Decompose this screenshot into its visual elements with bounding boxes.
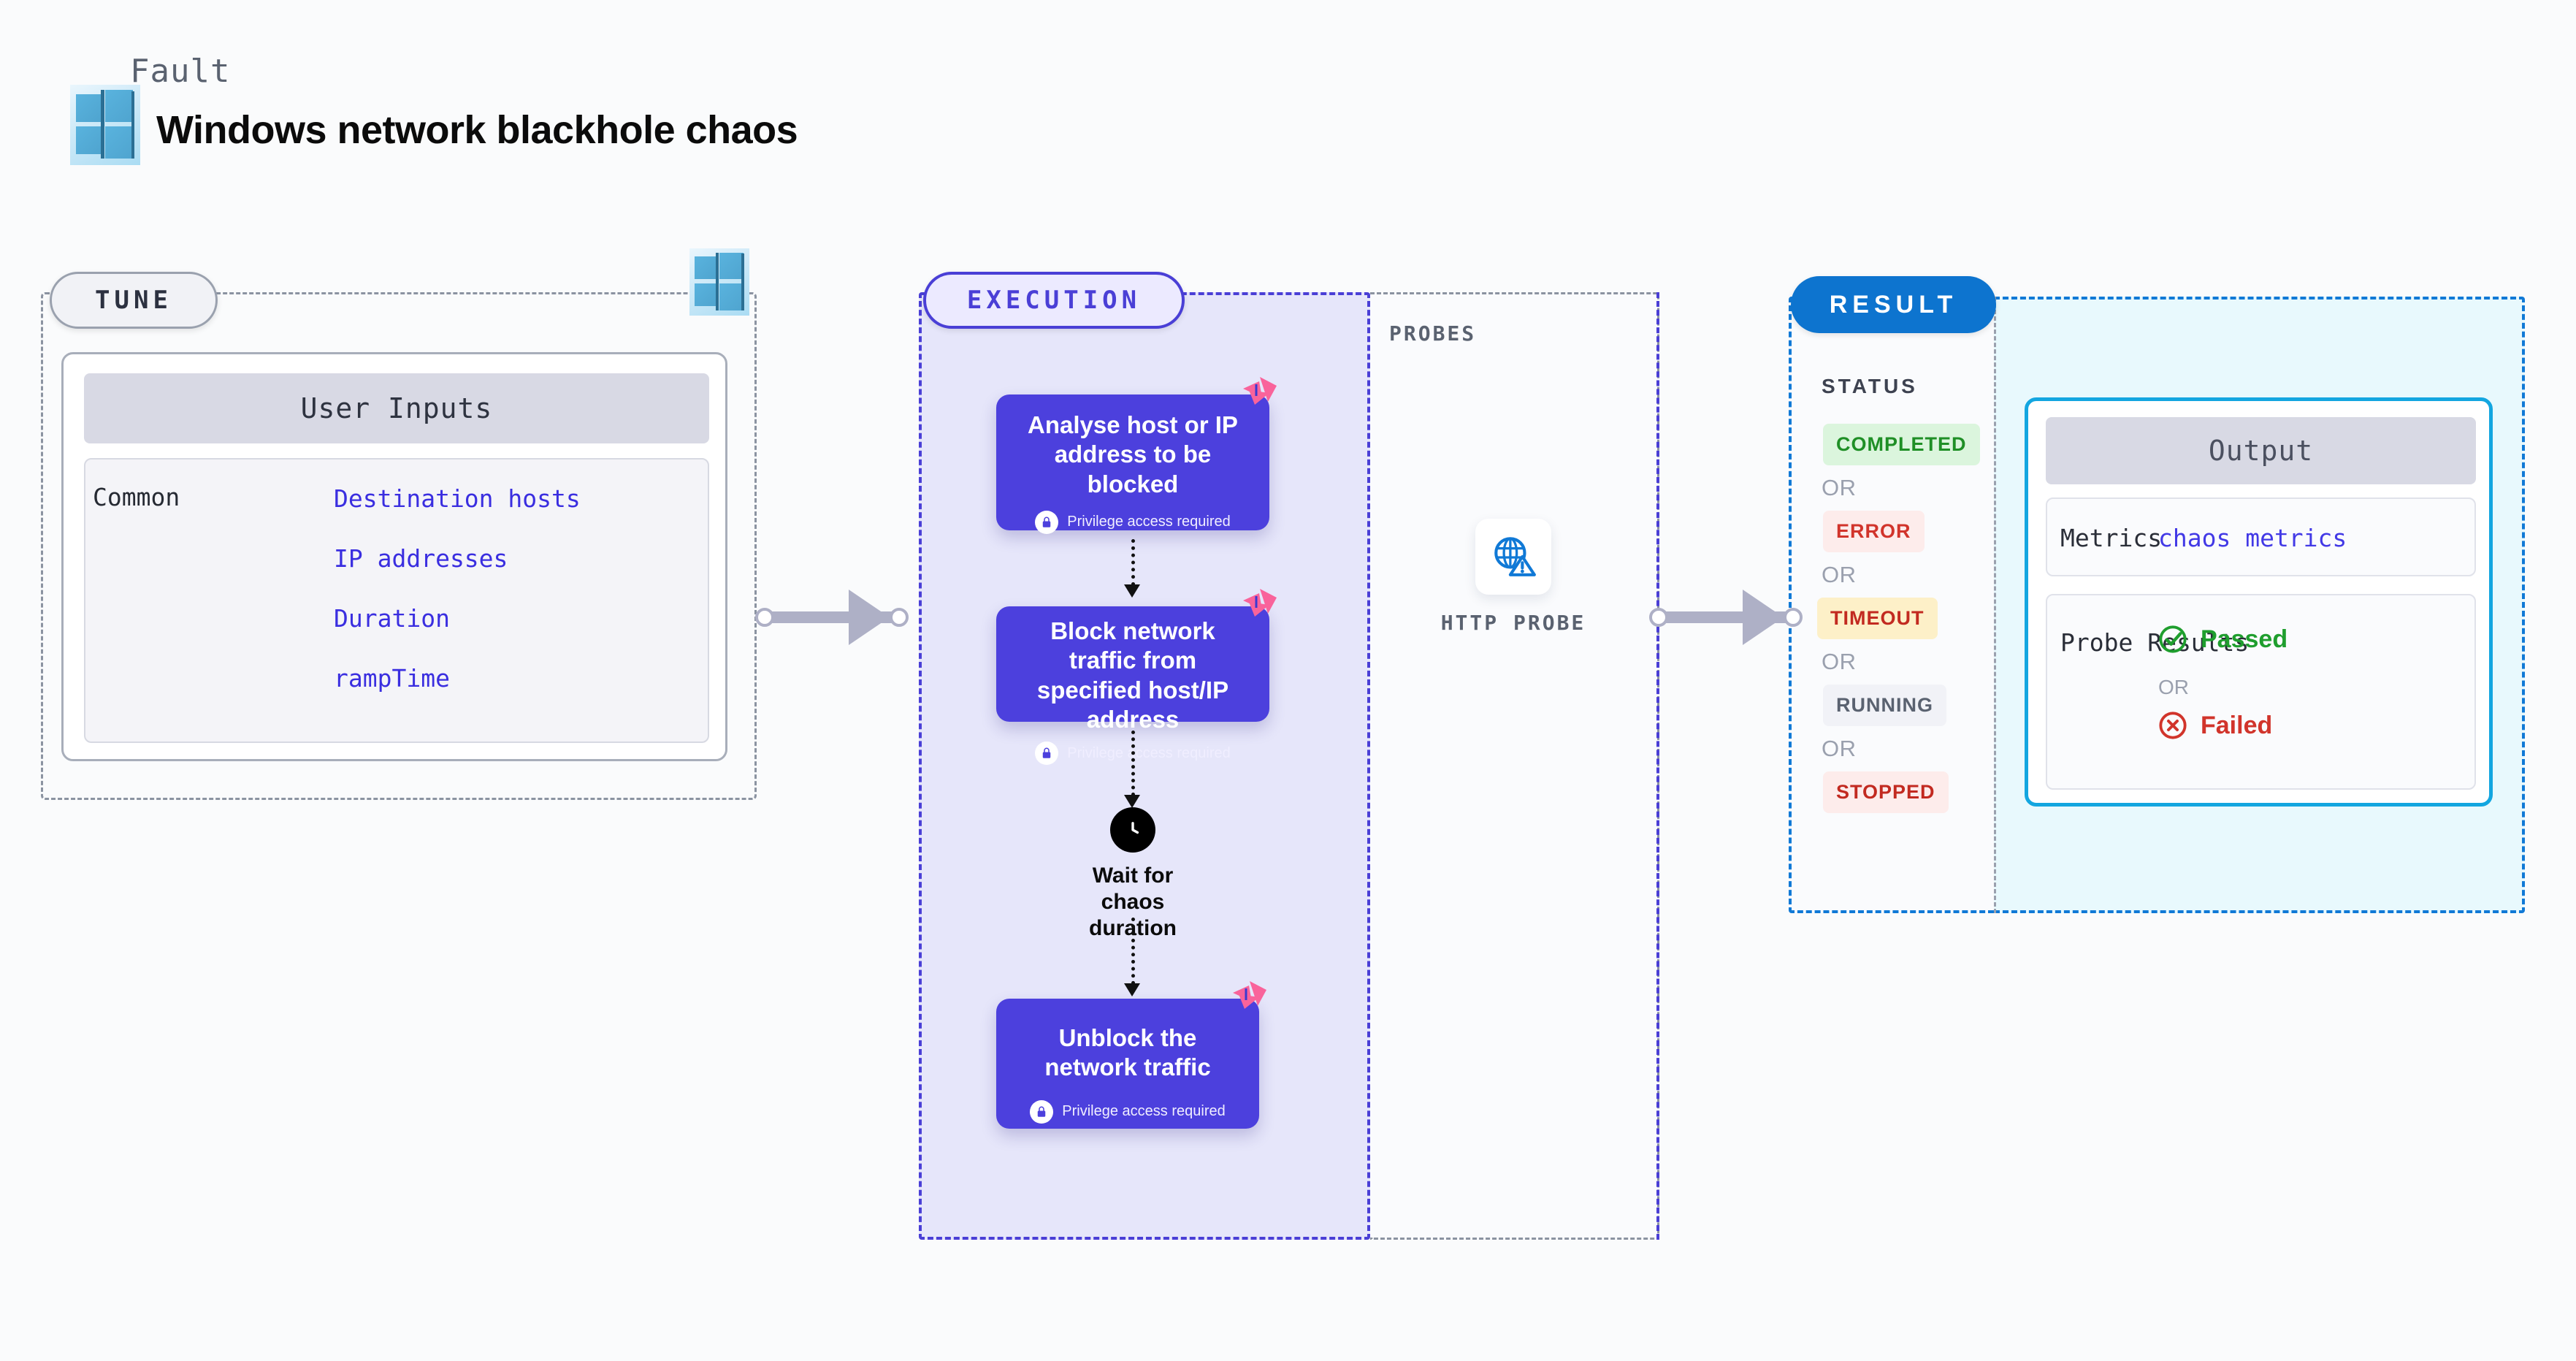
x-circle-icon (2159, 712, 2187, 739)
diagram-header: Fault Windows network blackhole chaos (70, 53, 1093, 184)
execution-step-privilege-label: Privilege access required (1067, 744, 1231, 761)
execution-step-title: Analyse host or IP address to be blocked (1028, 411, 1238, 497)
connector-tune-to-execution (755, 577, 923, 657)
user-inputs-card: User Inputs Destination hosts IP address… (61, 352, 727, 761)
probes-section (1370, 292, 1659, 1240)
execution-step[interactable]: Block network traffic from specified hos… (996, 589, 1277, 765)
windows-logo-icon (70, 85, 140, 165)
output-metrics-value[interactable]: chaos metrics (2158, 524, 2347, 552)
tune-parameter: IP addresses (334, 544, 508, 573)
lock-icon (1035, 510, 1059, 534)
execution-section-right-edge (1656, 292, 1659, 1240)
status-column-label: STATUS (1822, 375, 1918, 397)
probes-section-label: PROBES (1389, 321, 1477, 346)
status-badge: ERROR (1823, 511, 1925, 552)
tune-windows-logo-icon (689, 248, 749, 316)
status-badge: TIMEOUT (1817, 598, 1938, 639)
tune-parameter: rampTime (334, 664, 450, 693)
output-metrics-key: Metrics (2060, 524, 2163, 552)
execution-step[interactable]: Analyse host or IP address to be blocked… (996, 377, 1277, 534)
execution-step[interactable]: Unblock the network traffic Privilege ac… (996, 981, 1266, 1129)
tune-group-label: Common (93, 483, 180, 511)
execution-step-privilege: Privilege access required (996, 1099, 1259, 1124)
output-metrics-row: Metrics chaos metrics (2046, 497, 2476, 576)
execution-step-privilege-label: Privilege access required (1062, 1103, 1226, 1119)
lock-icon (1030, 1099, 1054, 1124)
check-circle-icon (2159, 625, 2187, 653)
tune-section-pill: TUNE (50, 272, 218, 329)
execution-step-title: Unblock the network traffic (1044, 1024, 1211, 1081)
probe-result-passed-label: Passed (2201, 625, 2288, 653)
clock-icon (1110, 807, 1155, 853)
status-or-label: OR (1822, 736, 1857, 761)
lock-icon (1035, 742, 1059, 765)
tune-parameter: Duration (334, 604, 450, 633)
probe-result-or-label: OR (2158, 676, 2189, 698)
tune-parameter-list: Destination hosts IP addresses Duration … (334, 484, 699, 724)
probe-item-label: HTTP PROBE (1440, 611, 1586, 635)
status-or-label: OR (1822, 649, 1857, 674)
execution-step-title: Block network traffic from specified hos… (1036, 617, 1229, 733)
fault-kicker-label: Fault (130, 53, 231, 90)
execution-step-privilege: Privilege access required (996, 510, 1269, 534)
probe-result-passed: Passed (2158, 625, 2288, 654)
globe-warning-icon (1475, 519, 1551, 595)
status-or-label: OR (1822, 562, 1857, 587)
connector-probes-to-result (1649, 577, 1817, 657)
status-or-label: OR (1822, 475, 1857, 500)
connector-end-dot (890, 608, 909, 627)
status-badge: STOPPED (1823, 771, 1949, 813)
output-probe-key: Probe Results (2060, 628, 2250, 657)
probe-item-http[interactable]: HTTP PROBE (1440, 519, 1586, 635)
connector-end-dot (1784, 608, 1803, 627)
status-list: COMPLETED OR ERROR OR TIMEOUT OR RUNNING… (1817, 424, 2007, 813)
output-probe-results-row: Probe Results Passed OR Failed (2046, 594, 2476, 790)
output-card-header: Output (2046, 417, 2476, 484)
status-badge: COMPLETED (1823, 424, 1980, 465)
execution-step-privilege-label: Privilege access required (1067, 514, 1231, 530)
user-inputs-body: Destination hosts IP addresses Duration … (84, 458, 709, 743)
execution-step-privilege: Privilege access required (996, 742, 1269, 765)
result-panel-divider (1994, 297, 1996, 913)
tune-section (41, 292, 757, 800)
output-card: Output Metrics chaos metrics Probe Resul… (2025, 397, 2493, 807)
user-inputs-header: User Inputs (84, 373, 709, 443)
probe-result-failed-label: Failed (2201, 711, 2273, 739)
arrow-right-icon (1743, 590, 1784, 645)
probe-result-failed: Failed (2158, 711, 2272, 740)
connector-start-dot (1649, 608, 1668, 627)
page-title: Windows network blackhole chaos (156, 108, 798, 152)
tune-parameter: Destination hosts (334, 484, 581, 513)
status-badge: RUNNING (1823, 685, 1946, 726)
connector-start-dot (755, 608, 774, 627)
result-section-pill: RESULT (1791, 276, 1996, 333)
arrow-right-icon (849, 590, 890, 645)
execution-section-pill: EXECUTION (923, 272, 1185, 329)
